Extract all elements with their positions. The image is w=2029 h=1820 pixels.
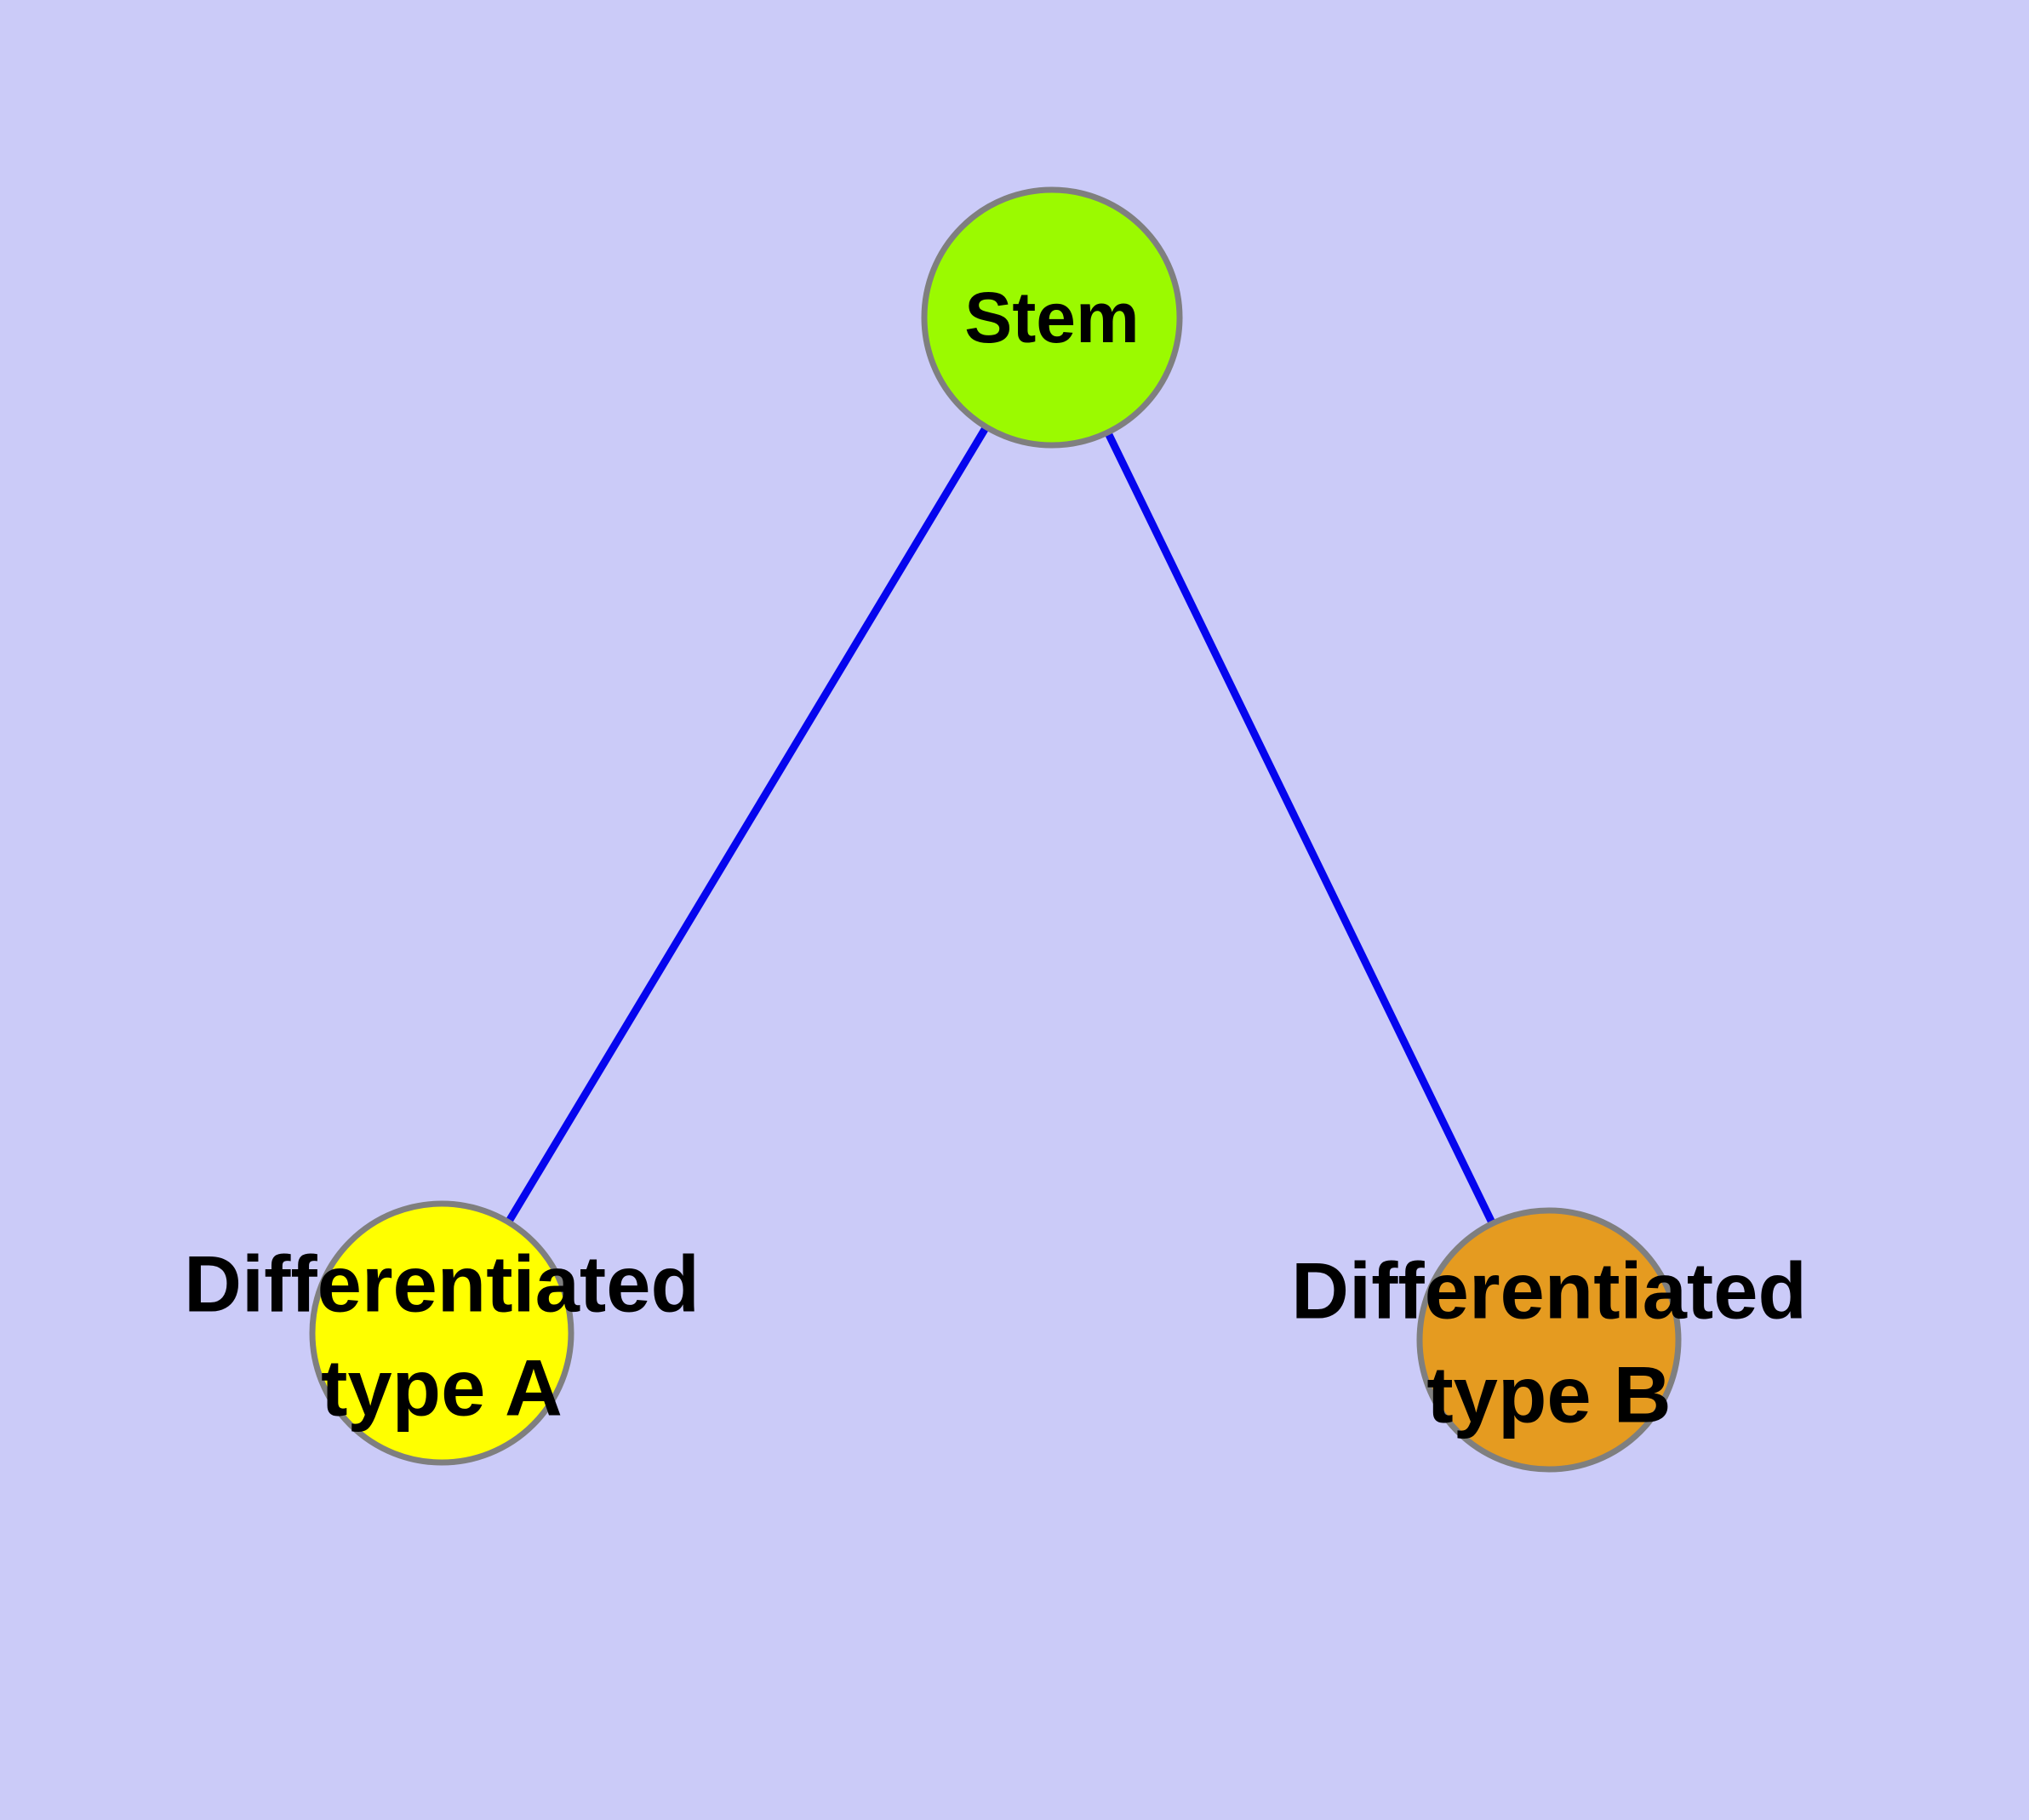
node-differentiated-type-b[interactable]: Differentiated type B bbox=[1291, 1207, 1807, 1473]
stem-node-label: Stem bbox=[964, 278, 1139, 358]
type-a-node-label-line1: Differentiated bbox=[184, 1239, 700, 1329]
type-a-node-label-line2: type A bbox=[321, 1343, 563, 1433]
stem-node-circle[interactable] bbox=[921, 186, 1183, 449]
type-b-node-label-line1: Differentiated bbox=[1291, 1246, 1807, 1336]
edge-stem-to-type-b bbox=[1048, 316, 1553, 1342]
node-stem[interactable]: Stem bbox=[921, 186, 1183, 449]
type-b-node-circle[interactable] bbox=[1416, 1207, 1682, 1473]
edge-stem-to-type-a bbox=[438, 315, 1055, 1336]
node-differentiated-type-a[interactable]: Differentiated type A bbox=[184, 1200, 700, 1466]
type-a-node-circle[interactable] bbox=[309, 1200, 574, 1466]
type-b-node-label-line2: type B bbox=[1426, 1350, 1671, 1439]
